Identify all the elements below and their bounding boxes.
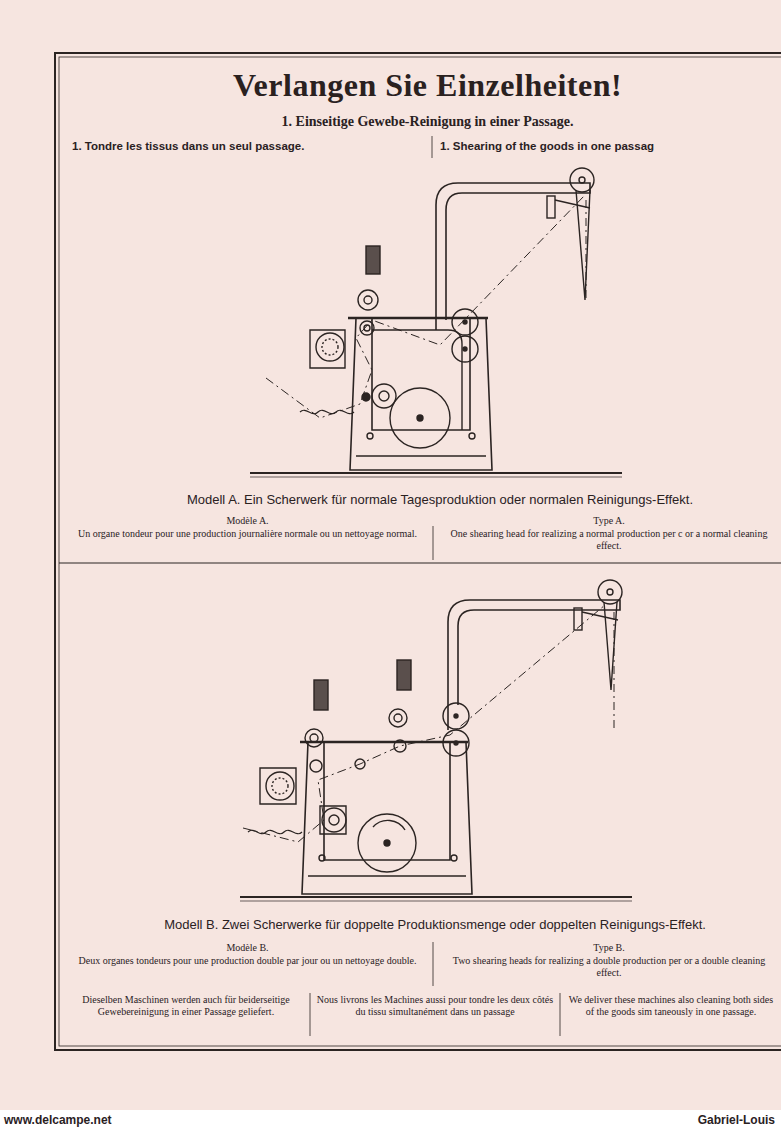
section-heading-fr: 1. Tondre les tissus dans un seul passag…: [72, 140, 427, 154]
watermark: www.delcampe.net: [4, 1113, 304, 1127]
model-text-en: Two shearing heads for realizing a doubl…: [440, 955, 778, 979]
note-en: We deliver these machines also cleaning …: [566, 994, 776, 1018]
model-text-fr: Deux organes tondeurs pour une productio…: [70, 955, 425, 967]
page-title: Verlangen Sie Einzelheiten!: [70, 66, 781, 104]
model-name-fr: Modèle B.: [70, 942, 425, 954]
white-strip: [0, 1110, 781, 1131]
model-text-en: One shearing head for realizing a normal…: [440, 528, 778, 552]
model-caption: Modell B. Zwei Scherwerke für doppelte P…: [90, 917, 780, 933]
model-name-fr: Modèle A.: [70, 515, 425, 527]
section-heading-en: 1. Shearing of the goods in one passag: [440, 140, 778, 154]
watermark: Gabriel-Louis: [480, 1113, 775, 1127]
model-caption: Modell A. Ein Scherwerk für normale Tage…: [100, 492, 780, 508]
model-text-fr: Un organe tondeur pour une production jo…: [70, 528, 425, 540]
model-name-en: Type B.: [440, 942, 778, 954]
note-de: Dieselben Maschinen werden auch für beid…: [68, 994, 304, 1018]
section-heading: 1. Einseitige Gewebe-Reinigung in einer …: [70, 114, 781, 131]
note-fr: Nous livrons les Machines aussi pour ton…: [316, 994, 554, 1018]
model-name-en: Type A.: [440, 515, 778, 527]
